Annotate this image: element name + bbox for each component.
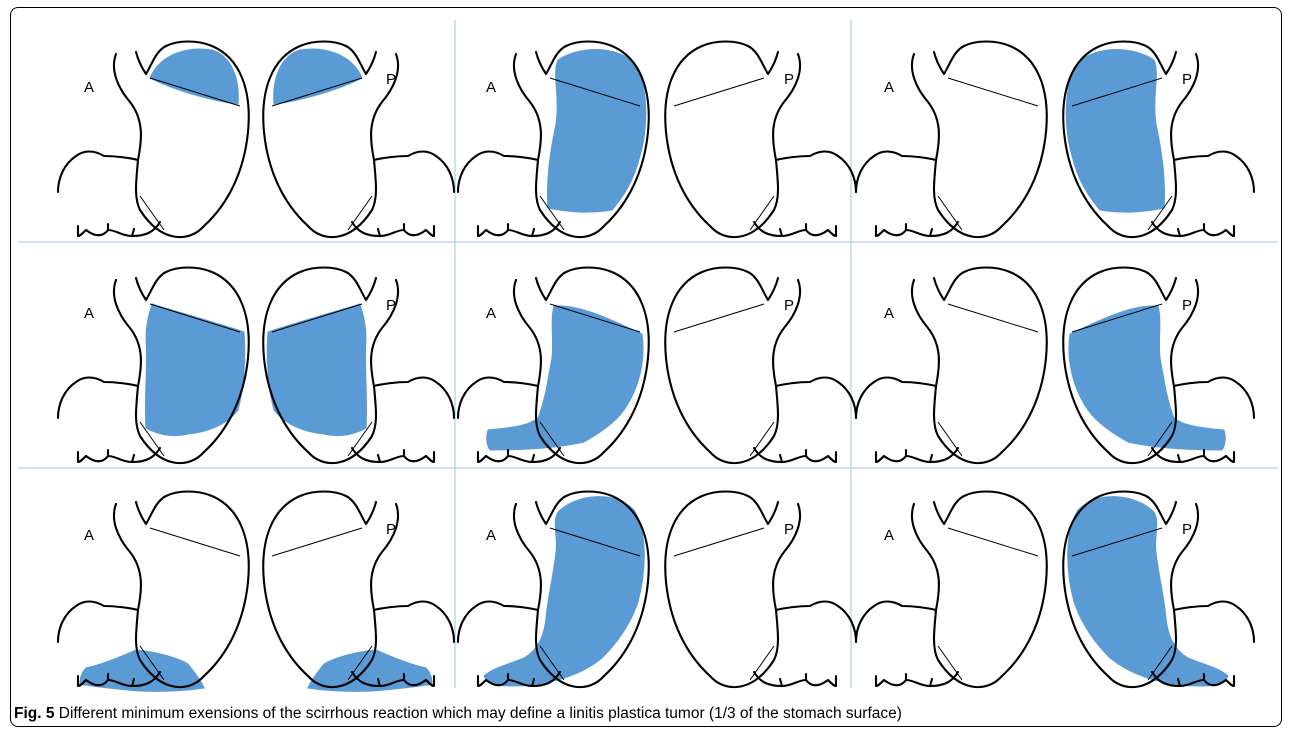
view-label-anterior: A [84,79,94,96]
view-label-posterior: P [784,71,794,88]
anterior-stomach [856,492,1047,688]
figure-caption: Fig. 5 Different minimum exensions of th… [14,705,902,723]
view-label-posterior: P [386,71,396,88]
tumor-area [1069,306,1225,450]
panel-posterior-upper-middle: A P [856,42,1254,238]
view-label-posterior: P [784,521,794,538]
view-label-anterior: A [884,305,894,322]
view-label-anterior: A [84,527,94,544]
posterior-stomach [263,492,454,692]
view-label-anterior: A [486,79,496,96]
tumor-area [547,50,645,213]
anterior-stomach [856,268,1047,464]
anterior-stomach [58,492,249,692]
panel-anterior-upper-middle: A P [458,42,856,238]
view-label-anterior: A [84,305,94,322]
view-label-posterior: P [1182,71,1192,88]
tumor-area [150,49,238,104]
view-label-posterior: P [1182,521,1192,538]
panel-posterior-middle-lower: A P [856,268,1254,464]
view-label-anterior: A [486,527,496,544]
anterior-stomach [856,42,1047,238]
view-label-posterior: P [784,297,794,314]
tumor-area [1066,50,1164,213]
caption-text: Different minimum exensions of the scirr… [54,705,901,722]
panel-anterior-whole-length: A P [458,492,856,688]
panel-lower-both: A P [58,492,454,692]
posterior-stomach [665,268,856,464]
view-label-anterior: A [486,305,496,322]
panel-anterior-middle-lower: A P [458,268,856,464]
anterior-stomach [58,42,249,238]
anterior-stomach [458,42,649,238]
posterior-stomach [1063,42,1254,238]
view-label-posterior: P [386,297,396,314]
anterior-stomach [458,492,649,688]
tumor-area [487,306,643,450]
posterior-stomach [665,492,856,688]
panel-posterior-whole-length: A P [856,492,1254,688]
posterior-stomach [665,42,856,238]
figure-label: Fig. 5 [14,705,54,722]
view-label-posterior: P [1182,297,1192,314]
posterior-stomach [263,268,454,464]
anterior-stomach [458,268,649,464]
panel-upper-both: A P [58,42,454,238]
panel-middle-both: A P [58,268,454,464]
stomach-diagram-grid: A P A P A P A [18,20,1278,698]
posterior-stomach [1063,268,1254,464]
posterior-stomach [263,42,454,238]
anterior-stomach [58,268,249,464]
tumor-area [267,304,366,436]
posterior-stomach [1063,492,1254,688]
view-label-posterior: P [386,521,396,538]
view-label-anterior: A [884,79,894,96]
tumor-area [274,49,362,104]
view-label-anterior: A [884,527,894,544]
tumor-area [145,304,244,436]
